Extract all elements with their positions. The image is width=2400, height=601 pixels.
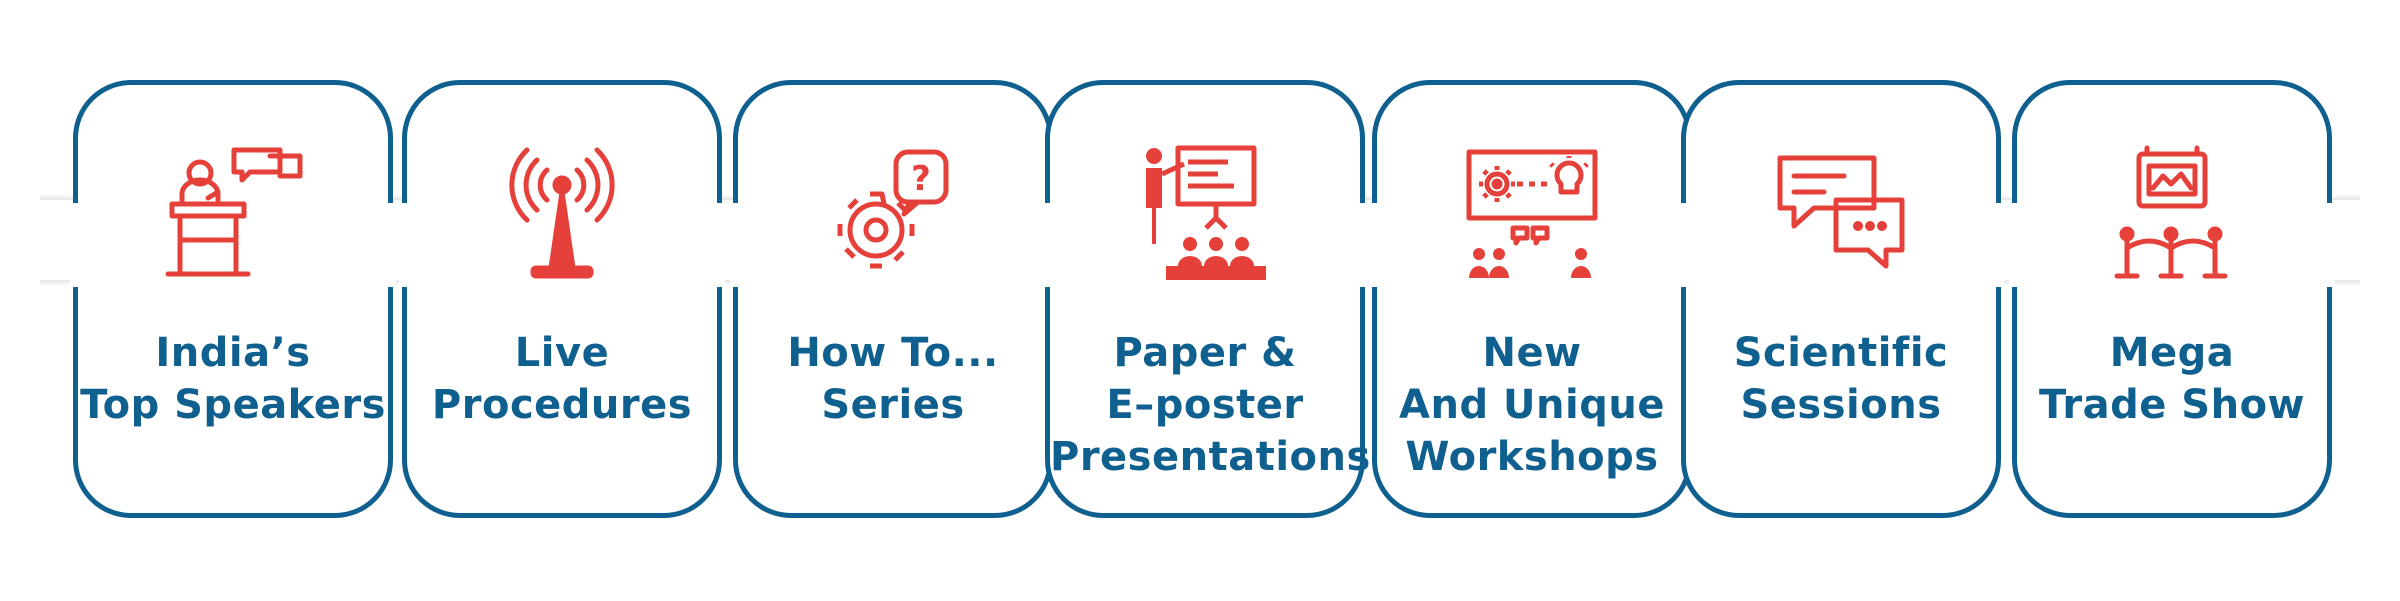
broadcast-antenna-icon — [487, 140, 637, 290]
connector-gap — [1042, 203, 1054, 287]
connector-gap — [1678, 203, 1690, 287]
connector-gap — [1356, 203, 1368, 287]
feature-card-paper-eposter: Paper & E–poster Presentations — [1042, 80, 1371, 518]
feature-card-live-procedures: Live Procedures — [399, 80, 725, 518]
gear-question-icon: ? — [818, 140, 968, 290]
feature-label: Scientific Sessions — [1733, 330, 1949, 428]
connector-gap — [384, 203, 396, 287]
feature-card-how-to-series: ? How To... Series — [730, 80, 1056, 518]
connector-gap — [399, 203, 411, 287]
chat-bubbles-icon — [1766, 140, 1916, 290]
connector-gap — [730, 203, 742, 287]
exhibit-display-icon — [2097, 140, 2247, 290]
connector-gap — [713, 203, 725, 287]
workshop-board-icon — [1457, 140, 1607, 290]
connector-gap — [2009, 203, 2021, 287]
speaker-podium-icon — [158, 140, 308, 290]
feature-card-trade-show: Mega Trade Show — [2009, 80, 2335, 518]
feature-label: How To... Series — [787, 330, 999, 428]
feature-card-workshops: New And Unique Workshops — [1369, 80, 1695, 518]
feature-card-top-speakers: India’s Top Speakers — [70, 80, 396, 518]
presentation-audience-icon — [1130, 140, 1280, 290]
connector-gap — [70, 203, 82, 287]
svg-text:?: ? — [911, 159, 931, 199]
feature-label: Paper & E–poster Presentations — [1050, 330, 1371, 480]
feature-label: Mega Trade Show — [2038, 330, 2305, 428]
connector-gap — [2323, 203, 2335, 287]
feature-label: New And Unique Workshops — [1399, 330, 1665, 480]
connector-gap — [1992, 203, 2004, 287]
feature-card-scientific-sessions: Scientific Sessions — [1678, 80, 2004, 518]
connector-gap — [1369, 203, 1381, 287]
feature-label: India’s Top Speakers — [80, 330, 386, 428]
feature-label: Live Procedures — [431, 330, 693, 428]
